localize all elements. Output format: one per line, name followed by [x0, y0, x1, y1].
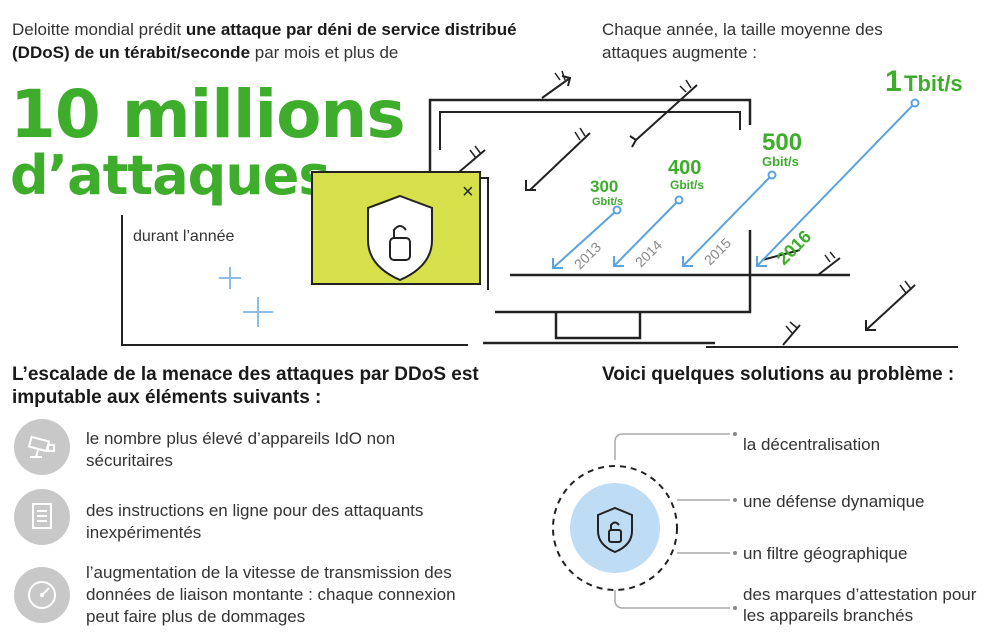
document-icon: [14, 489, 70, 545]
attack-value-2013: 300: [590, 177, 618, 196]
intro-post: par mois et plus de: [250, 43, 399, 62]
monitor-stand: [554, 312, 642, 340]
monitor-frame-inner: [439, 111, 741, 150]
attack-unit-2014: Gbit/s: [670, 178, 704, 192]
threat-item-instructions: des instructions en ligne pour des attaq…: [86, 501, 424, 542]
monitor-bottom: [495, 230, 752, 314]
during-year-text: durant l’année: [133, 228, 235, 245]
monitor-frame: [428, 98, 752, 175]
threat-item-iot: le nombre plus élevé d’appareils IdO non…: [86, 429, 396, 470]
arrow-2015: [682, 176, 771, 267]
speedometer-glyph: [28, 581, 56, 609]
cctv-camera-icon: [14, 419, 70, 475]
solutions-diagram: [552, 432, 737, 610]
year-2013: 2013: [571, 239, 604, 272]
arrow-feathers: [469, 70, 912, 334]
intro-pre: Deloitte mondial prédit: [12, 20, 186, 39]
shield-lock-icon: [367, 194, 433, 282]
solution-attestation: des marques d’attestation pour les appar…: [743, 585, 977, 625]
bracket-line: [121, 215, 468, 346]
attack-unit-2015: Gbit/s: [762, 154, 799, 169]
arrow-2013: [552, 211, 616, 269]
headline-attacks: d’attaques: [10, 144, 331, 207]
solution-geo-filter: un filtre géographique: [743, 544, 908, 563]
threat-section-title: L’escalade de la menace des attaques par…: [12, 364, 479, 408]
attack-value-2016: 1: [885, 65, 902, 98]
intro-bold: une attaque par déni de service distribu…: [12, 20, 517, 62]
attack-arrows: [552, 98, 920, 269]
shield-lock-icon-small: [597, 506, 633, 554]
solutions-section-title: Voici quelques solutions au problème :: [602, 364, 955, 385]
attack-unit-2016: Tbit/s: [904, 71, 963, 96]
speedometer-icon: [14, 567, 70, 623]
intro-text: Deloitte mondial prédit une attaque par …: [12, 18, 552, 64]
average-size-text: Chaque année, la taille moyenne des atta…: [602, 20, 883, 62]
black-arrows: [451, 75, 916, 346]
cctv-camera-glyph: [27, 435, 55, 458]
attack-unit-2013: Gbit/s: [592, 196, 623, 208]
headline-number: 10 millions: [10, 76, 406, 153]
plus-icon: [219, 267, 273, 327]
document-glyph: [32, 503, 52, 529]
arrow-2014: [613, 201, 678, 267]
solution-dynamic-defense: une défense dynamique: [743, 492, 925, 511]
close-icon: ×: [462, 181, 474, 203]
year-2015: 2015: [701, 235, 734, 268]
illustration: 300 Gbit/s 400 Gbit/s 500 Gbit/s 1 Tbit/…: [121, 65, 963, 348]
solution-decentralisation: la décentralisation: [743, 435, 881, 454]
arrow-2016: [756, 104, 914, 267]
attack-value-2014: 400: [668, 157, 701, 179]
attack-value-2015: 500: [762, 129, 802, 156]
threat-item-uplink: l’augmentation de la vitesse de transmis…: [86, 563, 456, 626]
year-2016: 2016: [773, 226, 815, 268]
